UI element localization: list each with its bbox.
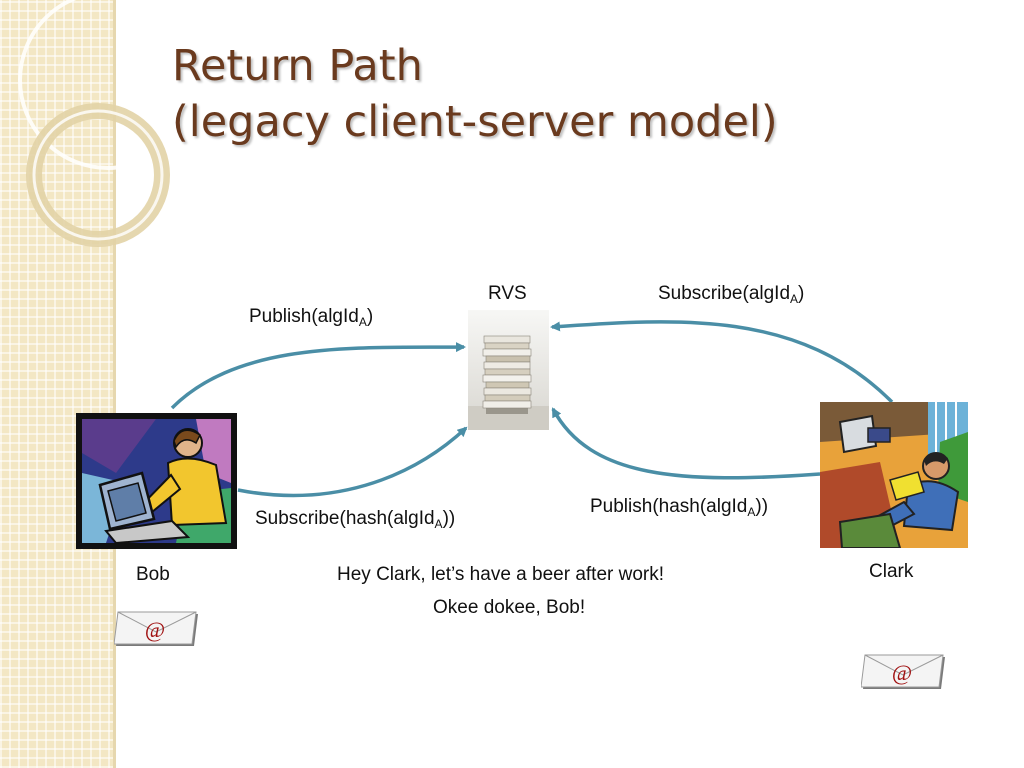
decorative-rings: [18, 0, 198, 247]
rvs-label: RVS: [488, 283, 527, 304]
envelope-at-symbol: @: [892, 660, 912, 685]
clark-email-envelope-icon: @: [861, 654, 945, 689]
bob-publish-label: Publish(algIdA): [249, 305, 373, 329]
bob-email-envelope-icon: @: [114, 611, 198, 646]
arrow-bob-subscribe: [237, 426, 468, 498]
title-line-2: (legacy client-server model): [172, 97, 778, 147]
label-tail: )): [755, 496, 769, 517]
sidebar-edge: [113, 0, 116, 768]
title-line-1: Return Path: [172, 41, 423, 91]
arrow-bob-publish: [170, 342, 466, 410]
slide-title: Return Path (legacy client-server model): [172, 38, 778, 150]
clark-subscribe-label: Subscribe(algIdA): [658, 282, 804, 306]
bob-name-label: Bob: [136, 564, 170, 585]
message-line-2: Okee dokee, Bob!: [433, 597, 586, 618]
message-line-1: Hey Clark, let’s have a beer after work!: [337, 564, 665, 585]
label-subscript: A: [434, 517, 443, 531]
arrow-clark-subscribe: [550, 320, 894, 404]
clark-name-label: Clark: [869, 561, 914, 582]
label-tail: ): [366, 306, 374, 327]
label-text: Subscribe(algId: [658, 283, 791, 304]
bob-computer-user-picture: [76, 413, 237, 549]
arrow-clark-publish: [551, 407, 821, 480]
label-text: Publish(hash(algId: [590, 496, 748, 517]
envelope-at-symbol: @: [145, 617, 165, 642]
label-tail: )): [442, 508, 456, 529]
label-text: Subscribe(hash(algId: [255, 508, 435, 529]
clark-office-worker-picture: [820, 402, 968, 548]
label-text: Publish(algId: [249, 306, 359, 327]
label-subscript: A: [358, 315, 367, 329]
label-subscript: A: [790, 292, 799, 306]
server-paper-stack-picture: [468, 310, 549, 430]
label-tail: ): [798, 283, 805, 304]
label-subscript: A: [747, 505, 756, 519]
clark-publish-label: Publish(hash(algIdA)): [590, 495, 768, 519]
bob-subscribe-label: Subscribe(hash(algIdA)): [255, 507, 455, 531]
